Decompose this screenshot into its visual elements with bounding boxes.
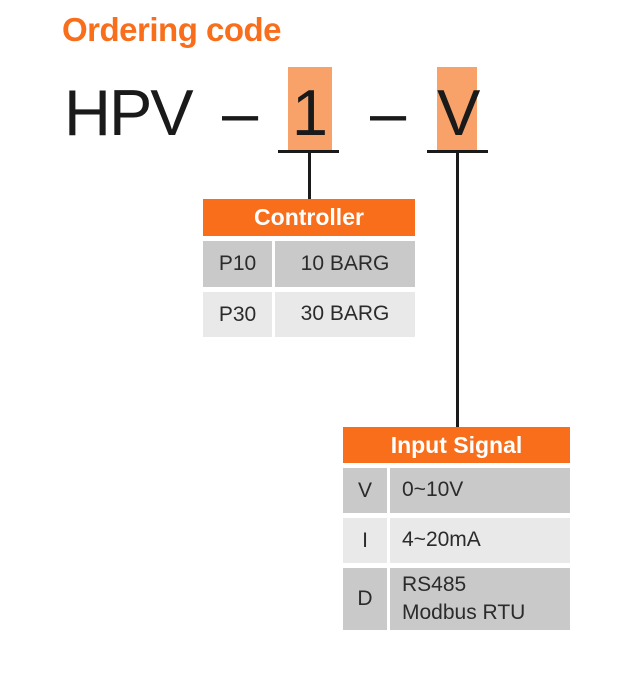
page-title: Ordering code [62, 11, 282, 48]
table-row: P30 30 BARG [203, 292, 415, 337]
input-signal-code-i: I [343, 518, 387, 563]
input-signal-desc-v: 0~10V [390, 468, 570, 513]
code-segment-input-signal: V [437, 76, 481, 149]
input-signal-desc-d: RS485 Modbus RTU [390, 568, 570, 630]
code-segment-controller: 1 [291, 76, 329, 149]
connector-line-controller [308, 153, 311, 199]
input-signal-table: Input Signal V 0~10V I 4~20mA D RS485 Mo… [343, 427, 570, 630]
controller-desc-p30: 30 BARG [275, 292, 415, 337]
controller-desc-p10: 10 BARG [275, 241, 415, 287]
controller-table: Controller P10 10 BARG P30 30 BARG [203, 199, 415, 337]
table-row: P10 10 BARG [203, 241, 415, 287]
controller-table-header: Controller [203, 199, 415, 236]
highlight-box-input-signal-segment [437, 67, 477, 150]
table-row: I 4~20mA [343, 518, 570, 563]
code-dash: – [222, 76, 258, 149]
highlight-box-controller-segment [288, 67, 332, 150]
connector-line-input-signal [456, 153, 459, 427]
code-prefix: HPV [64, 76, 194, 149]
underline-controller-segment [278, 150, 339, 153]
table-row: V 0~10V [343, 468, 570, 513]
code-dash: – [370, 76, 406, 149]
controller-code-p10: P10 [203, 241, 272, 287]
input-signal-code-d: D [343, 568, 387, 630]
input-signal-table-header: Input Signal [343, 427, 570, 463]
table-row: D RS485 Modbus RTU [343, 568, 570, 630]
input-signal-code-v: V [343, 468, 387, 513]
controller-code-p30: P30 [203, 292, 272, 337]
underline-input-signal-segment [427, 150, 488, 153]
input-signal-desc-i: 4~20mA [390, 518, 570, 563]
